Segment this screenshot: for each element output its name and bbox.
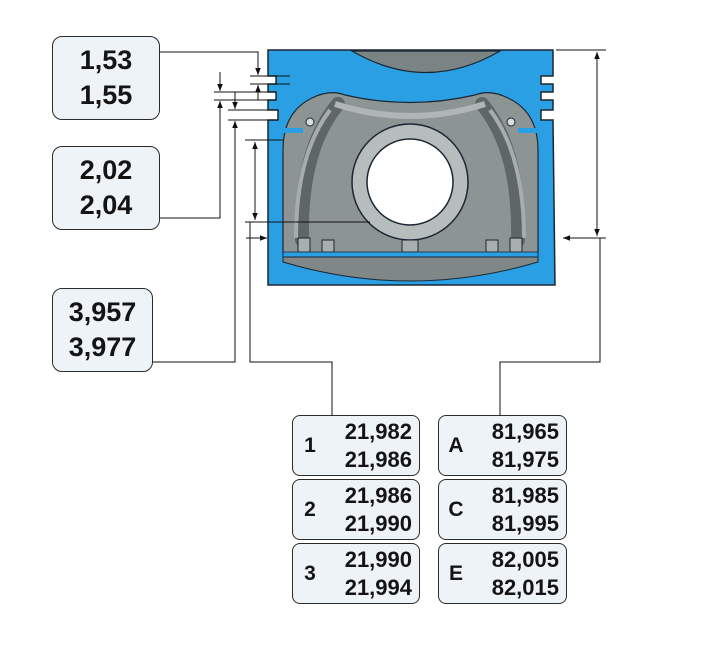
ring-groove-2-callout: 2,02 2,04 <box>52 146 160 230</box>
pin-group-2: 2 21,986 21,990 <box>292 479 420 540</box>
skirt-band <box>282 251 539 258</box>
pin-group-value: 21,990 <box>344 510 412 536</box>
piston-group-c: C 81,985 81,995 <box>438 479 567 540</box>
ring-groove-2-max: 2,04 <box>79 190 133 220</box>
right-strut <box>475 97 526 247</box>
piston-group-value: 81,975 <box>491 446 559 472</box>
skirt-cutout <box>282 256 539 282</box>
piston-group-value: 81,965 <box>491 418 559 444</box>
piston-group-label: E <box>448 561 463 585</box>
pin-group-3: 3 21,990 21,994 <box>292 543 420 604</box>
ring-groove-3-max: 3,977 <box>68 332 137 362</box>
right-strut-highlight <box>488 108 526 239</box>
inner-arch <box>334 101 486 119</box>
ring-groove-1-callout: 1,53 1,55 <box>52 36 160 120</box>
leader-piston-diameter <box>499 238 601 415</box>
left-oil-band <box>283 128 303 133</box>
ring-groove-3-min: 3,957 <box>68 297 137 327</box>
piston-group-e: E 82,005 82,015 <box>438 543 567 604</box>
piston-group-label: A <box>448 433 464 457</box>
left-oil-hole <box>305 117 315 127</box>
piston-group-value: 82,005 <box>491 546 559 572</box>
left-strut-highlight <box>294 108 332 239</box>
leader-ring-groove-2 <box>160 101 223 219</box>
lower-boss-center <box>401 239 419 253</box>
pin-group-value: 21,986 <box>344 482 412 508</box>
left-strut <box>294 97 345 247</box>
piston-group-value: 82,015 <box>491 574 559 600</box>
piston <box>267 49 556 286</box>
ring-groove-2-min: 2,02 <box>79 155 133 185</box>
ring-groove-1-min: 1,53 <box>79 45 133 75</box>
pin-group-value: 21,982 <box>344 418 412 444</box>
leader-ring-groove-3 <box>152 121 238 363</box>
ring-groove-3-callout: 3,957 3,977 <box>52 288 153 372</box>
pin-group-label: 3 <box>304 561 316 585</box>
ring-groove-1-max: 1,55 <box>79 80 133 110</box>
pin-group-value: 21,990 <box>344 546 412 572</box>
lower-boss-right-2 <box>509 237 523 253</box>
dimension-lines <box>152 49 606 415</box>
piston-group-label: C <box>448 497 464 521</box>
lower-boss-left-1 <box>297 237 311 253</box>
pin-bore <box>366 138 454 226</box>
crown-recess <box>349 50 503 73</box>
pin-group-1: 1 21,982 21,986 <box>292 415 420 476</box>
piston-group-value: 81,985 <box>491 482 559 508</box>
lower-boss-left-2 <box>321 239 335 253</box>
leader-pin-bore <box>249 222 333 415</box>
lower-boss-right-1 <box>485 239 499 253</box>
piston-group-value: 81,995 <box>491 510 559 536</box>
leader-ring-groove-1 <box>160 51 261 75</box>
pin-group-value: 21,986 <box>344 446 412 472</box>
right-oil-hole <box>506 117 516 127</box>
piston-group-a: A 81,965 81,975 <box>438 415 567 476</box>
right-oil-band <box>518 128 538 133</box>
pin-group-label: 2 <box>304 497 316 521</box>
pin-group-label: 1 <box>304 433 316 457</box>
pin-group-value: 21,994 <box>344 574 412 600</box>
